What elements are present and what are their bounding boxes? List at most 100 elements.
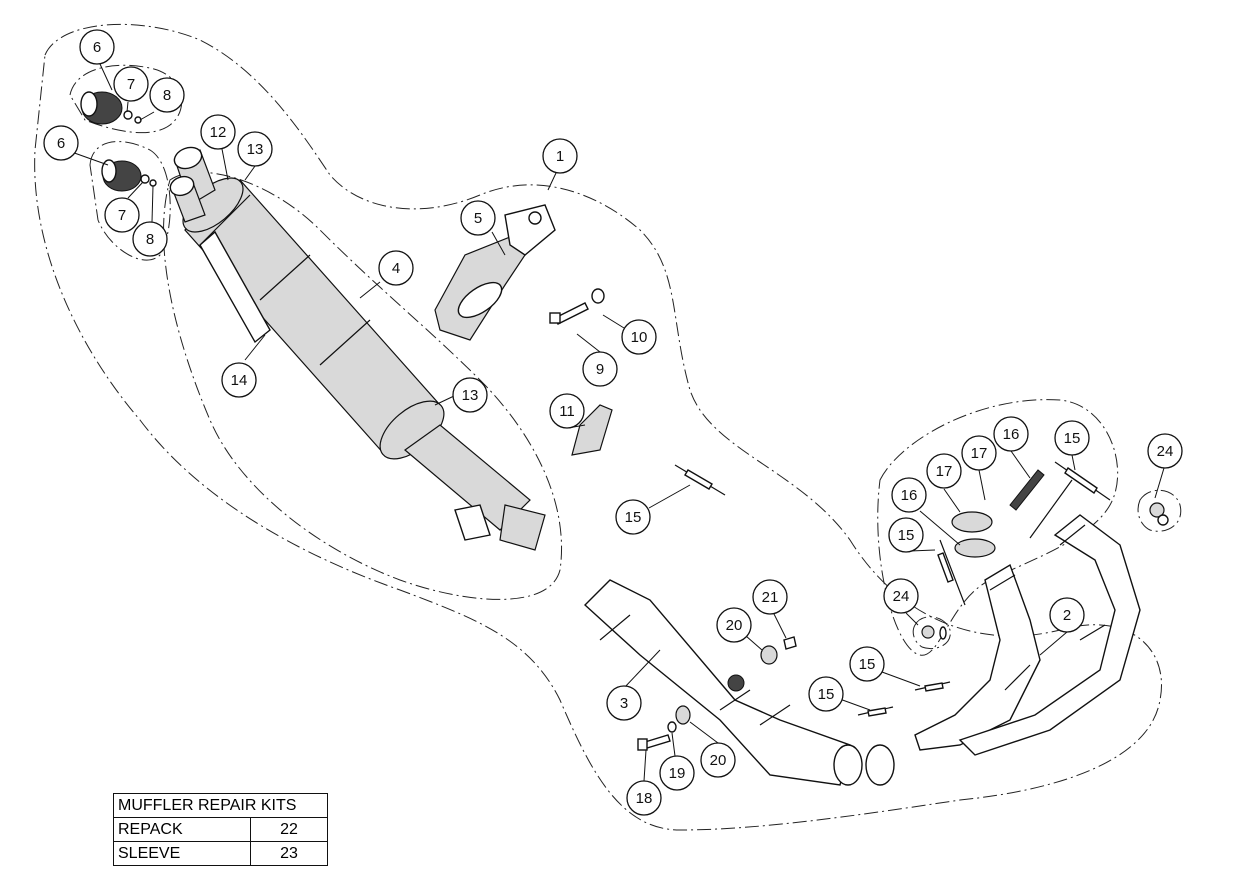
callout-15-top-right: 15 bbox=[1054, 420, 1090, 456]
muffler-subgroup-outline bbox=[163, 171, 562, 600]
kit-number-cell: 23 bbox=[250, 841, 328, 866]
svg-text:12: 12 bbox=[210, 124, 227, 141]
callout-19: 19 bbox=[659, 755, 695, 791]
svg-text:15: 15 bbox=[1064, 430, 1081, 447]
table-row: SLEEVE 23 bbox=[113, 841, 328, 866]
svg-text:20: 20 bbox=[710, 752, 727, 769]
svg-text:6: 6 bbox=[57, 135, 65, 152]
muffler-link-pipe bbox=[404, 424, 546, 551]
callout-9: 9 bbox=[582, 351, 618, 387]
table-row: REPACK 22 bbox=[113, 817, 328, 842]
callout-2: 2 bbox=[1049, 597, 1085, 633]
callout-13-bottom: 13 bbox=[452, 377, 488, 413]
callout-7-top: 7 bbox=[113, 66, 149, 102]
svg-text:19: 19 bbox=[669, 765, 686, 782]
svg-text:1: 1 bbox=[556, 148, 564, 165]
svg-text:20: 20 bbox=[726, 617, 743, 634]
callout-16-top: 16 bbox=[993, 416, 1029, 452]
nut-kit-24-left bbox=[921, 625, 947, 640]
callout-3: 3 bbox=[606, 685, 642, 721]
svg-text:21: 21 bbox=[762, 589, 779, 606]
svg-text:13: 13 bbox=[462, 387, 479, 404]
callout-15-lower-left: 15 bbox=[808, 676, 844, 712]
svg-text:24: 24 bbox=[893, 588, 910, 605]
kit-name-cell: REPACK bbox=[113, 817, 251, 842]
muffler-bracket bbox=[434, 204, 556, 341]
svg-text:3: 3 bbox=[620, 695, 628, 712]
svg-text:14: 14 bbox=[231, 372, 248, 389]
nut-kit-outline-right bbox=[1137, 490, 1182, 532]
svg-text:8: 8 bbox=[146, 231, 154, 248]
callout-24-right: 24 bbox=[1147, 433, 1183, 469]
svg-text:5: 5 bbox=[474, 210, 482, 227]
gaskets bbox=[951, 469, 1073, 558]
callout-8-top: 8 bbox=[149, 77, 185, 113]
callout-6-top: 6 bbox=[79, 29, 115, 65]
svg-text:16: 16 bbox=[1003, 426, 1020, 443]
svg-text:15: 15 bbox=[898, 527, 915, 544]
endcap-kit-outline-1 bbox=[69, 64, 183, 134]
callout-20-upper: 20 bbox=[716, 607, 752, 643]
callout-17-left: 17 bbox=[926, 453, 962, 489]
muffler-repair-kits-table: MUFFLER REPAIR KITS REPACK 22 SLEEVE 23 bbox=[113, 793, 328, 866]
table-header-row: MUFFLER REPAIR KITS bbox=[113, 793, 328, 818]
svg-text:9: 9 bbox=[596, 361, 604, 378]
callout-15-header: 15 bbox=[888, 517, 924, 553]
callout-15-center: 15 bbox=[615, 499, 651, 535]
svg-text:24: 24 bbox=[1157, 443, 1174, 460]
svg-text:10: 10 bbox=[631, 329, 648, 346]
callout-21: 21 bbox=[752, 579, 788, 615]
header-pipes bbox=[914, 514, 1141, 756]
leader-lines bbox=[65, 63, 1165, 782]
callout-11: 11 bbox=[549, 393, 585, 429]
nut-kit-24-right bbox=[1149, 502, 1169, 526]
endcap-kit-outline-2 bbox=[89, 141, 171, 261]
washer-and-nut-20-21 bbox=[760, 636, 797, 665]
callout-24-left: 24 bbox=[883, 578, 919, 614]
callout-5: 5 bbox=[460, 200, 496, 236]
muffler-body bbox=[182, 177, 445, 460]
callout-4: 4 bbox=[378, 250, 414, 286]
muffler-group-outline bbox=[34, 23, 1162, 831]
callout-17-right: 17 bbox=[961, 435, 997, 471]
svg-text:2: 2 bbox=[1063, 607, 1071, 624]
kit-number-cell: 22 bbox=[250, 817, 328, 842]
svg-text:18: 18 bbox=[636, 790, 653, 807]
svg-text:4: 4 bbox=[392, 260, 400, 277]
callout-8-bottom: 8 bbox=[132, 221, 168, 257]
link-pipe bbox=[583, 579, 895, 786]
callout-16-left: 16 bbox=[891, 477, 927, 513]
svg-text:7: 7 bbox=[127, 76, 135, 93]
svg-text:8: 8 bbox=[163, 87, 171, 104]
clip bbox=[571, 404, 613, 456]
svg-text:16: 16 bbox=[901, 487, 918, 504]
header-hardware-outline bbox=[877, 399, 1119, 656]
svg-text:13: 13 bbox=[247, 141, 264, 158]
endcap-assembly-2 bbox=[101, 159, 157, 192]
bolt-and-washer bbox=[549, 288, 605, 325]
svg-text:7: 7 bbox=[118, 207, 126, 224]
svg-text:17: 17 bbox=[971, 445, 988, 462]
svg-text:15: 15 bbox=[818, 686, 835, 703]
nut-kit-outline-left bbox=[912, 616, 951, 650]
endcap-assembly-1 bbox=[80, 91, 142, 125]
svg-text:15: 15 bbox=[625, 509, 642, 526]
callout-13-top: 13 bbox=[237, 131, 273, 167]
callout-14: 14 bbox=[221, 362, 257, 398]
kit-name-cell: SLEEVE bbox=[113, 841, 251, 866]
callout-10: 10 bbox=[621, 319, 657, 355]
callout-6-bottom: 6 bbox=[43, 125, 79, 161]
bolt-and-washers-18-19-20 bbox=[637, 705, 691, 751]
table-title: MUFFLER REPAIR KITS bbox=[113, 793, 328, 818]
springs bbox=[674, 461, 1111, 717]
outlet-tubes bbox=[169, 146, 216, 223]
callout-1: 1 bbox=[542, 138, 578, 174]
callout-12: 12 bbox=[200, 114, 236, 150]
callout-15-lower-right: 15 bbox=[849, 646, 885, 682]
svg-text:15: 15 bbox=[859, 656, 876, 673]
svg-text:6: 6 bbox=[93, 39, 101, 56]
callout-20-lower: 20 bbox=[700, 742, 736, 778]
svg-text:11: 11 bbox=[559, 403, 575, 420]
callout-7-bottom: 7 bbox=[104, 197, 140, 233]
